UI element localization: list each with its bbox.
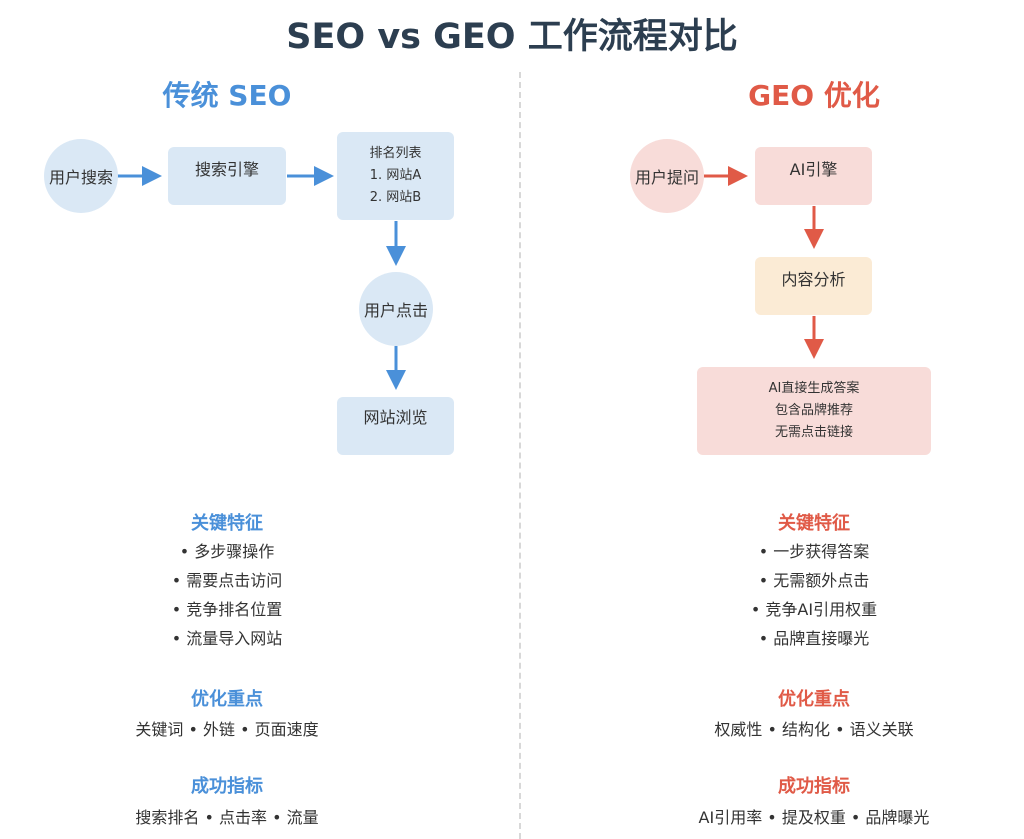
arrowhead-engine-to-ranking bbox=[314, 166, 334, 186]
node-ai-result: AI直接生成答案 包含品牌推荐 无需点击链接 bbox=[697, 367, 931, 455]
node-site-browse-label: 网站浏览 bbox=[363, 408, 428, 427]
geo-feature-item: • 一步获得答案 bbox=[758, 542, 870, 561]
ai-result-line: 无需点击链接 bbox=[774, 425, 853, 440]
seo-focus-title: 优化重点 bbox=[191, 689, 263, 710]
seo-feature-item: • 多步骤操作 bbox=[179, 542, 275, 561]
geo-focus: 权威性 • 结构化 • 语义关联 bbox=[714, 720, 914, 739]
geo-features-title: 关键特征 bbox=[778, 513, 850, 534]
seo-features: 关键特征 • 多步骤操作 • 需要点击访问 • 竞争排名位置 • 流量导入网站 bbox=[27, 509, 427, 653]
seo-features-title: 关键特征 bbox=[191, 513, 263, 534]
node-ai-engine-label: AI引擎 bbox=[789, 160, 838, 179]
geo-feature-item: • 竞争AI引用权重 bbox=[750, 600, 878, 619]
geo-heading: GEO 优化 bbox=[748, 79, 880, 112]
seo-focus: 关键词 • 外链 • 页面速度 bbox=[135, 720, 319, 739]
ai-result-line: AI直接生成答案 bbox=[768, 381, 860, 396]
ranking-title: 排名列表 bbox=[369, 146, 422, 161]
seo-metrics-title: 成功指标 bbox=[191, 776, 263, 797]
geo-focus-title: 优化重点 bbox=[778, 689, 850, 710]
geo-feature-item: • 品牌直接曝光 bbox=[758, 629, 870, 648]
node-search-engine-label: 搜索引擎 bbox=[194, 160, 259, 179]
arrowhead-ask-to-ai bbox=[728, 166, 748, 186]
arrowhead-search-to-engine bbox=[142, 166, 162, 186]
seo-feature-item: • 需要点击访问 bbox=[171, 571, 283, 590]
geo-feature-item: • 无需额外点击 bbox=[758, 571, 870, 590]
node-user-click: 用户点击 bbox=[359, 272, 433, 346]
ranking-item-1: 1. 网站A bbox=[369, 168, 422, 183]
page-title: SEO vs GEO 工作流程对比 bbox=[286, 17, 738, 57]
arrowhead-ai-to-analysis bbox=[804, 229, 824, 249]
node-content-analysis: 内容分析 bbox=[755, 257, 872, 315]
ai-result-line: 包含品牌推荐 bbox=[774, 403, 853, 418]
node-content-analysis-label: 内容分析 bbox=[781, 270, 846, 289]
seo-feature-item: • 流量导入网站 bbox=[171, 629, 283, 648]
geo-metrics-title: 成功指标 bbox=[778, 776, 850, 797]
arrowhead-analysis-to-result bbox=[804, 339, 824, 359]
arrowhead-click-to-browse bbox=[386, 370, 406, 390]
geo-metrics: AI引用率 • 提及权重 • 品牌曝光 bbox=[698, 808, 930, 827]
node-user-search: 用户搜索 bbox=[44, 139, 118, 213]
seo-feature-item: • 竞争排名位置 bbox=[171, 600, 283, 619]
node-search-engine: 搜索引擎 bbox=[168, 147, 286, 205]
geo-features: 关键特征 • 一步获得答案 • 无需额外点击 • 竞争AI引用权重 • 品牌直接… bbox=[614, 509, 1014, 653]
ranking-item-2: 2. 网站B bbox=[369, 190, 422, 205]
node-user-ask: 用户提问 bbox=[630, 139, 704, 213]
node-site-browse: 网站浏览 bbox=[337, 397, 454, 455]
seo-heading: 传统 SEO bbox=[162, 79, 292, 112]
arrowhead-ranking-to-click bbox=[386, 246, 406, 266]
center-divider bbox=[519, 72, 521, 839]
seo-metrics: 搜索排名 • 点击率 • 流量 bbox=[135, 808, 319, 827]
node-ranking-list: 排名列表 1. 网站A 2. 网站B bbox=[337, 132, 454, 220]
node-ai-engine: AI引擎 bbox=[755, 147, 872, 205]
